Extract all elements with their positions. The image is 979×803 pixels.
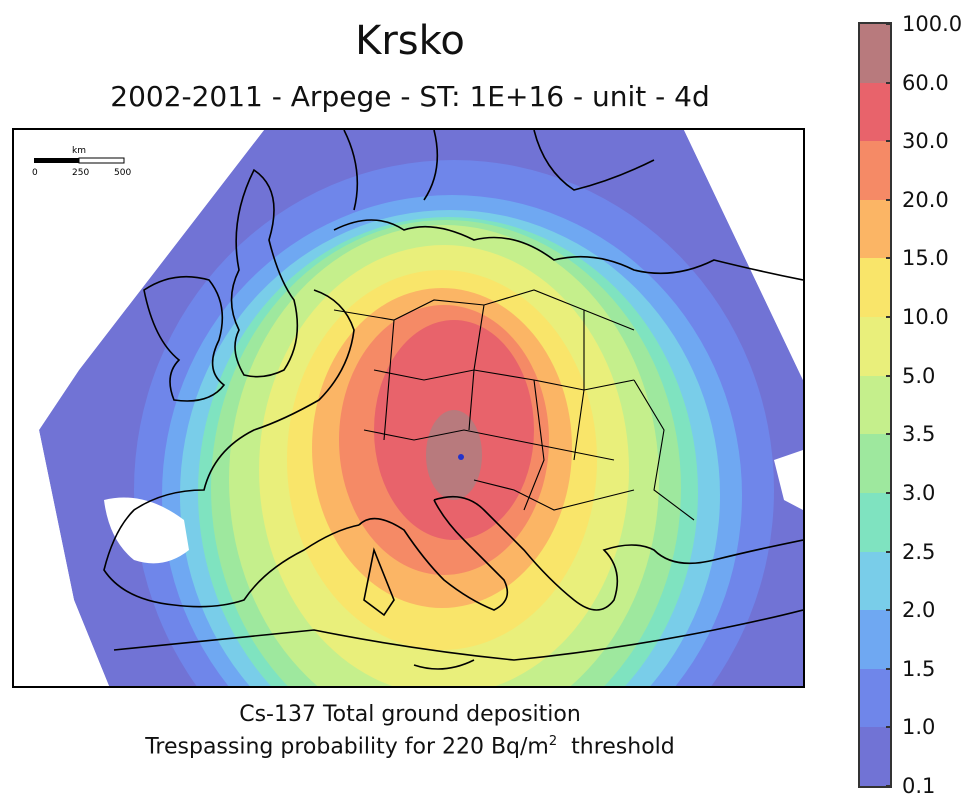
map-svg: km 0 250 500 (14, 130, 803, 686)
colorbar-band (860, 551, 890, 611)
colorbar-band (860, 199, 890, 259)
krsko-source-marker (458, 454, 464, 460)
colorbar-tick-text: 1.0 (902, 715, 936, 740)
scale-tick-0: 0 (32, 168, 38, 178)
colorbar-band (860, 317, 890, 377)
colorbar-tick-text: 100.0 (902, 12, 963, 36)
coastlines (103, 130, 803, 670)
colorbar-band (860, 82, 890, 142)
caption-line-2-suffix: threshold (557, 734, 675, 760)
scale-unit-label: km (72, 146, 86, 156)
deposition-map: km 0 250 500 (12, 128, 805, 688)
colorbar-tick-text: 2.0 (902, 598, 936, 623)
caption-line-1: Cs-137 Total ground deposition (239, 702, 581, 727)
colorbar-band (860, 727, 890, 787)
map-title: Krsko (355, 18, 465, 64)
country-borders (333, 289, 695, 521)
colorbar-band (860, 24, 890, 84)
colorbar-tick-text: 15.0 (902, 246, 949, 271)
unshaded-iberia (104, 497, 189, 564)
colorbar-band (860, 375, 890, 435)
caption-superscript: 2 (548, 734, 558, 749)
scale-tick-250: 250 (72, 168, 89, 178)
outside-domain-left (14, 130, 314, 686)
contour-level-12 (426, 410, 482, 500)
colorbar-tick-text: 2.5 (902, 539, 936, 564)
colorbar-tick-text: 5.0 (902, 363, 936, 388)
scale-bar: km 0 250 500 (32, 146, 131, 178)
colorbar-tick-text: 20.0 (902, 187, 949, 212)
colorbar (858, 22, 892, 788)
colorbar-tick-text: 3.5 (902, 422, 936, 447)
colorbar-tick-text: 1.5 (902, 656, 936, 681)
scale-tick-500: 500 (114, 168, 131, 178)
colorbar-band (860, 610, 890, 670)
caption-line-2-text: Trespassing probability for 220 Bq/m (145, 734, 549, 760)
colorbar-band (860, 492, 890, 553)
colorbar-band (860, 258, 890, 318)
probability-contours (39, 130, 803, 686)
colorbar-tick-text: 3.0 (902, 480, 936, 505)
colorbar-band (860, 141, 890, 201)
colorbar-tick-text: 0.1 (902, 774, 936, 798)
colorbar-tick-text: 10.0 (902, 305, 949, 330)
unshaded-east (774, 450, 803, 510)
caption-line-2: Trespassing probability for 220 Bq/m2 th… (0, 734, 820, 759)
colorbar-band (860, 668, 890, 728)
map-subtitle: 2002-2011 - Arpege - ST: 1E+16 - unit - … (110, 80, 710, 113)
colorbar-band (860, 434, 890, 494)
colorbar-tick-text: 60.0 (902, 70, 949, 95)
colorbar-tick-text: 30.0 (902, 129, 949, 154)
outside-domain-right (684, 130, 803, 380)
